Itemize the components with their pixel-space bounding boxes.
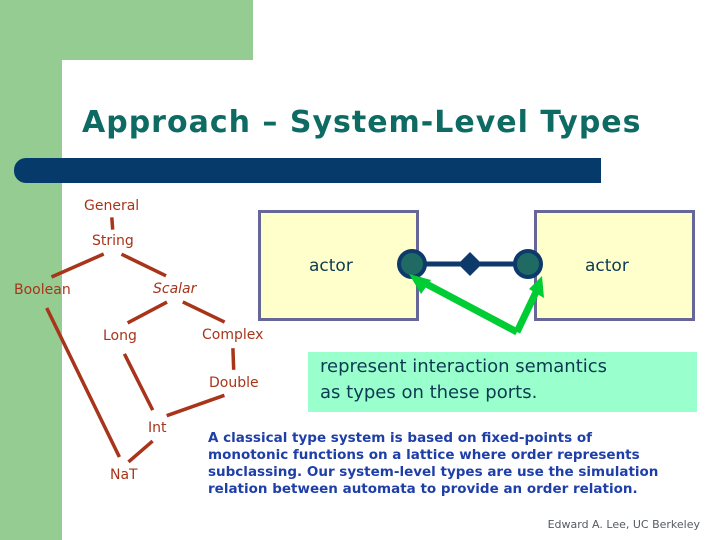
lattice-node-scalar: Scalar xyxy=(153,281,197,297)
lattice-edge-scalar-long xyxy=(126,300,168,325)
lattice-node-complex: Complex xyxy=(202,327,264,343)
lattice-edges xyxy=(45,217,236,464)
actor-box-right[interactable] xyxy=(534,210,695,321)
lattice-edge-boolean-nat xyxy=(45,307,121,458)
lattice-edge-string-boolean xyxy=(50,252,105,279)
callout-line-2: as types on these ports. xyxy=(320,382,538,403)
callout-line-1: represent interaction semantics xyxy=(320,356,608,377)
lattice-node-double: Double xyxy=(209,375,259,391)
sidebar-green-band xyxy=(0,0,62,540)
lattice-node-nat: NaT xyxy=(110,467,138,483)
lattice-node-int: Int xyxy=(148,420,167,436)
actor-box-left[interactable] xyxy=(258,210,419,321)
page-title: Approach – System-Level Types xyxy=(82,105,642,140)
callout-box: represent interaction semantics as types… xyxy=(308,352,697,412)
actor-right-label: actor xyxy=(585,256,629,276)
relation-diamond-icon[interactable] xyxy=(458,252,482,276)
header-green-block xyxy=(0,0,253,60)
attribution: Edward A. Lee, UC Berkeley xyxy=(547,518,700,531)
body-line: relation between automata to provide an … xyxy=(208,481,638,497)
arrow-to-right-port-shaft xyxy=(513,288,541,334)
lattice-node-boolean: Boolean xyxy=(14,282,71,298)
lattice-edge-string-scalar xyxy=(120,252,167,278)
lattice-edge-scalar-complex xyxy=(182,300,226,324)
lattice-edge-general-string xyxy=(110,217,115,230)
body-line: A classical type system is based on fixe… xyxy=(208,430,592,446)
lattice-edge-double-int xyxy=(166,393,225,418)
callout-arrows xyxy=(409,274,544,336)
lattice-edge-int-nat xyxy=(127,439,154,464)
port-relation-link xyxy=(397,249,543,279)
title-underline-bar xyxy=(14,158,601,183)
arrow-to-left-port-shaft xyxy=(417,276,519,336)
body-line: monotonic functions on a lattice where o… xyxy=(208,447,640,463)
lattice-node-long: Long xyxy=(103,328,137,344)
arrow-to-right-port-head-icon xyxy=(529,276,544,298)
body-paragraph: A classical type system is based on fixe… xyxy=(208,430,700,498)
actor-left-label: actor xyxy=(309,256,353,276)
lattice-node-string: String xyxy=(92,233,134,249)
input-port-icon[interactable] xyxy=(513,249,543,279)
lattice-edge-complex-double xyxy=(231,348,236,370)
body-line: subclassing. Our system-level types are … xyxy=(208,464,659,480)
lattice-node-general: General xyxy=(84,198,140,214)
lattice-edge-long-int xyxy=(122,353,155,411)
arrow-to-left-port-head-icon xyxy=(409,274,431,294)
